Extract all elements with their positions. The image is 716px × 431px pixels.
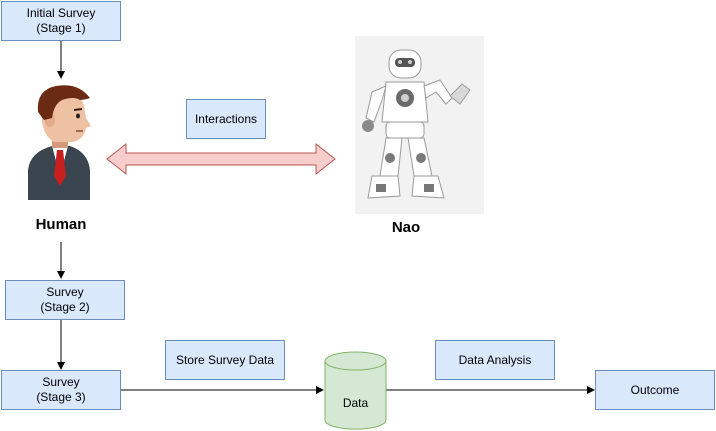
- interactions-box: Interactions: [186, 99, 266, 139]
- store-survey-data-box: Store Survey Data: [165, 340, 285, 380]
- data-analysis-box: Data Analysis: [435, 340, 555, 380]
- human-figure-icon: [28, 85, 91, 200]
- interactions-label: Interactions: [194, 111, 258, 126]
- nao-label: Nao: [391, 219, 421, 236]
- store-survey-data-label: Store Survey Data: [175, 352, 275, 367]
- survey-stage3-line1: Survey: [42, 375, 80, 389]
- survey-stage2-line1: Survey: [46, 285, 84, 299]
- data-analysis-label: Data Analysis: [458, 352, 532, 367]
- initial-survey-line1: Initial Survey: [26, 6, 96, 20]
- nao-robot-icon: [355, 36, 484, 214]
- outcome-box: Outcome: [595, 370, 715, 410]
- data-cylinder-label: Data: [342, 396, 369, 410]
- outcome-label: Outcome: [630, 382, 680, 397]
- survey-stage3-box: Survey (Stage 3): [1, 370, 121, 410]
- survey-stage2-line2: (Stage 2): [40, 300, 90, 314]
- initial-survey-box: Initial Survey (Stage 1): [1, 1, 121, 41]
- initial-survey-line2: (Stage 1): [36, 21, 86, 35]
- human-label: Human: [35, 216, 87, 233]
- survey-stage3-line2: (Stage 3): [36, 390, 86, 404]
- data-cylinder: [324, 351, 387, 430]
- interaction-double-arrow: [106, 142, 336, 176]
- survey-stage2-box: Survey (Stage 2): [5, 280, 125, 320]
